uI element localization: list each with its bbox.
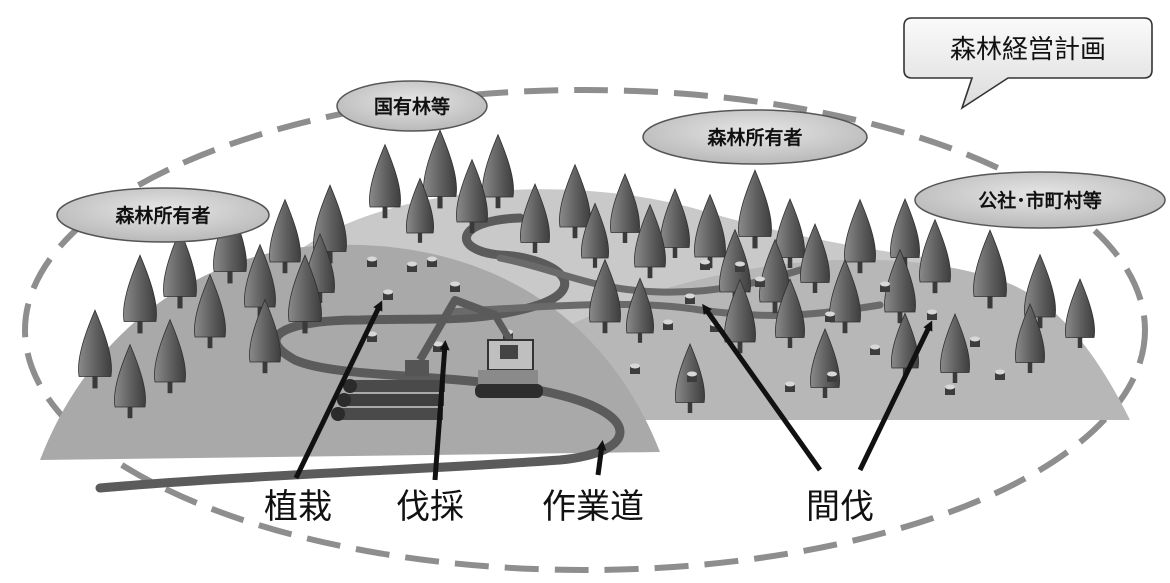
tree — [1015, 302, 1045, 373]
tree — [123, 254, 157, 334]
tree — [844, 198, 876, 274]
tree — [738, 169, 772, 249]
owner-oval — [336, 80, 488, 132]
stump — [880, 281, 890, 292]
tree — [724, 278, 756, 354]
tree — [559, 163, 591, 239]
tree — [884, 248, 916, 324]
plan-callout: 森林経営計画 — [903, 17, 1153, 110]
tree — [456, 158, 488, 234]
owner-oval — [914, 171, 1166, 229]
owner-label: 森林所有者 — [115, 204, 210, 227]
work-road-path — [95, 213, 625, 493]
tree — [114, 343, 146, 419]
activity-felling: 伐採 — [396, 487, 464, 527]
left-hill — [40, 244, 660, 460]
stump — [427, 256, 437, 267]
activity-work-road: 作業道 — [542, 487, 644, 527]
excavator — [405, 296, 543, 398]
stump — [735, 261, 745, 272]
tree — [581, 202, 609, 268]
owner-national: 国有林等 — [336, 80, 488, 132]
owner-left: 森林所有者 — [56, 187, 270, 243]
activity-planting: 植栽 — [264, 487, 332, 527]
stump — [825, 311, 835, 322]
arrow-thinning-b — [857, 320, 933, 472]
tree — [890, 197, 920, 268]
tree — [423, 129, 457, 209]
stump — [367, 256, 377, 267]
owner-label: 森林所有者 — [707, 126, 802, 149]
tree — [482, 133, 514, 209]
stump — [970, 336, 980, 347]
owner-oval — [642, 109, 868, 165]
log-pile — [331, 379, 445, 421]
tree — [694, 193, 726, 269]
owner-label: 公社･市町村等 — [978, 189, 1102, 212]
stump — [367, 331, 377, 342]
stump — [870, 344, 880, 355]
pointer-arrows — [293, 300, 933, 481]
tree — [406, 177, 434, 243]
tree — [919, 218, 951, 294]
tree — [775, 197, 805, 268]
tree — [759, 238, 791, 314]
stump — [407, 261, 417, 272]
tree — [829, 258, 861, 334]
tree — [800, 222, 830, 293]
tree — [610, 172, 640, 243]
owner-oval — [56, 187, 270, 243]
tree — [78, 309, 112, 389]
tree — [369, 143, 401, 219]
stump — [450, 281, 460, 292]
plan-label: 森林経営計画 — [950, 35, 1106, 65]
stump — [755, 276, 765, 287]
stump-group — [367, 256, 1005, 395]
tree — [163, 229, 197, 309]
tree — [626, 277, 654, 343]
activity-thinning: 間伐 — [806, 487, 874, 527]
stump — [945, 384, 955, 395]
stump — [685, 293, 695, 304]
plan-boundary — [22, 87, 1148, 573]
stump — [827, 371, 837, 382]
stump — [630, 363, 640, 374]
stump — [383, 289, 393, 300]
work-road-branch-2 — [446, 300, 884, 319]
tree — [589, 258, 621, 334]
tree — [1065, 277, 1095, 348]
owner-public: 公社･市町村等 — [914, 171, 1166, 229]
stump — [700, 259, 710, 270]
tree — [194, 273, 226, 349]
stump — [687, 371, 697, 382]
tree — [520, 182, 550, 253]
tree — [288, 254, 322, 334]
owner-right: 森林所有者 — [642, 109, 868, 165]
owner-label: 国有林等 — [374, 95, 450, 118]
tree — [313, 184, 347, 264]
arrow-work-road — [595, 440, 607, 476]
arrow-planting — [293, 300, 383, 480]
stump — [927, 309, 937, 320]
tree — [940, 312, 970, 383]
tree — [269, 198, 301, 274]
tree — [634, 203, 666, 279]
tree — [973, 229, 1007, 309]
tree — [249, 298, 281, 374]
tree — [775, 277, 805, 348]
stump — [995, 369, 1005, 380]
arrow-thinning-a — [702, 303, 823, 472]
tree — [1024, 253, 1056, 329]
stump — [663, 319, 673, 330]
callout-bubble — [903, 17, 1153, 110]
stump — [785, 381, 795, 392]
tree — [660, 187, 690, 258]
arrow-felling — [432, 340, 450, 481]
tree — [154, 318, 186, 394]
tree-group — [78, 129, 1095, 419]
